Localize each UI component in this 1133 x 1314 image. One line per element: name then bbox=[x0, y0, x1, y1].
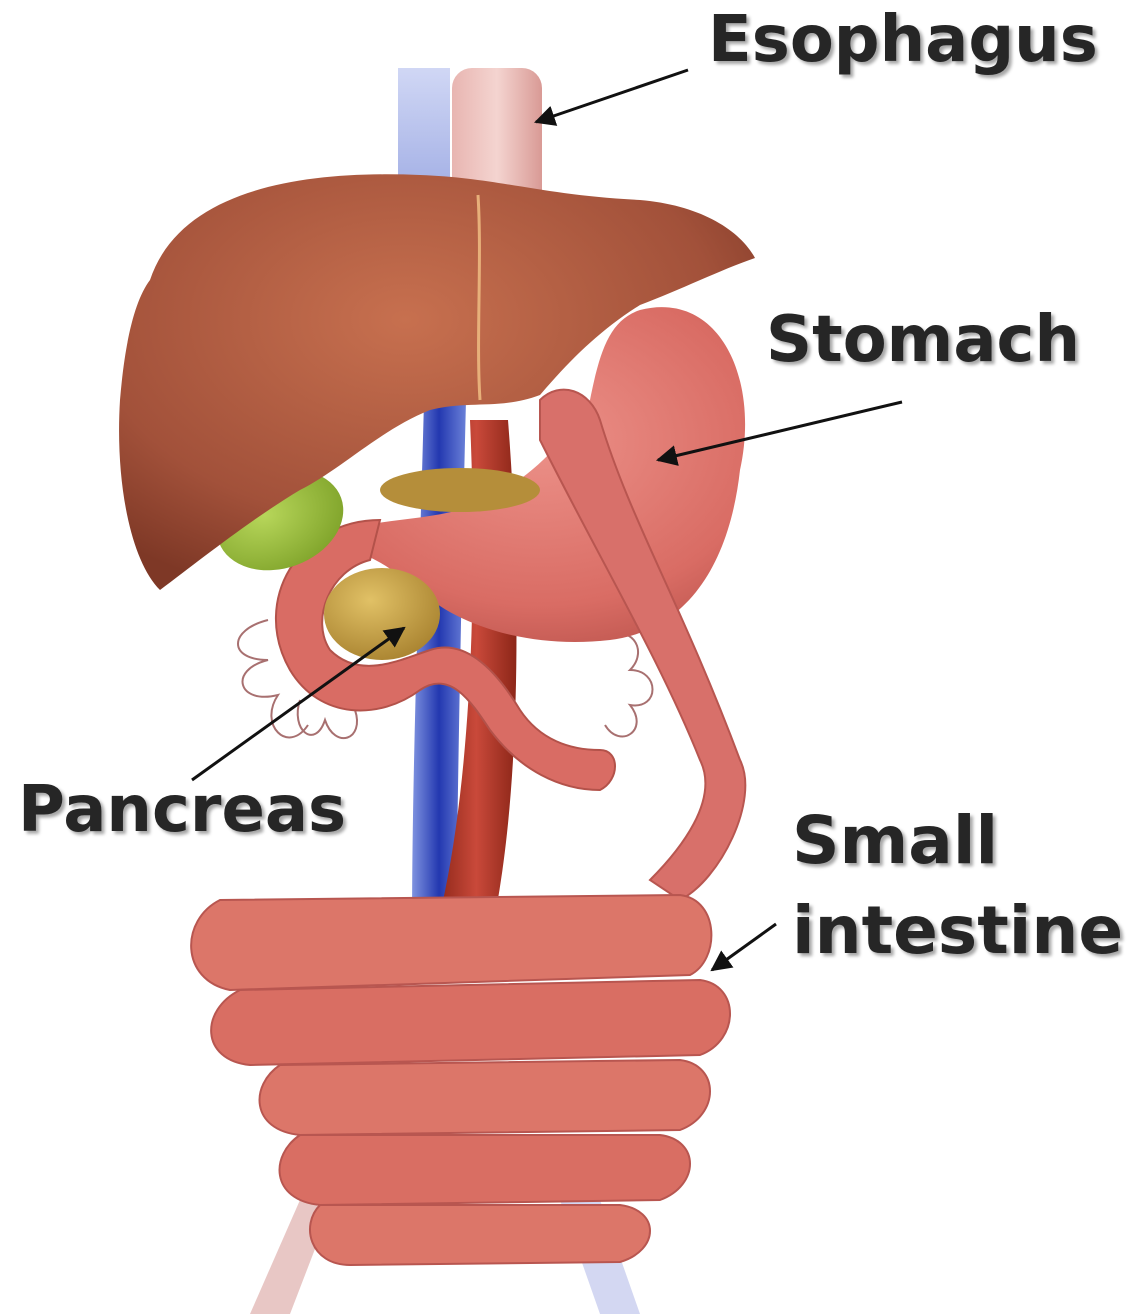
esophagus-label: Esophagus bbox=[708, 8, 1098, 72]
pancreas bbox=[324, 568, 440, 660]
falciform-ligament bbox=[478, 195, 480, 400]
pancreas-body bbox=[380, 468, 540, 512]
small-intestine-label-line1: Small bbox=[792, 808, 998, 874]
small-intestine bbox=[191, 895, 730, 1265]
stomach-label: Stomach bbox=[766, 308, 1080, 372]
small-intestine-label-line2: intestine bbox=[792, 898, 1123, 964]
small-intestine-arrow bbox=[712, 924, 776, 970]
esophagus-arrow bbox=[536, 70, 688, 122]
pancreas-label: Pancreas bbox=[18, 778, 346, 842]
